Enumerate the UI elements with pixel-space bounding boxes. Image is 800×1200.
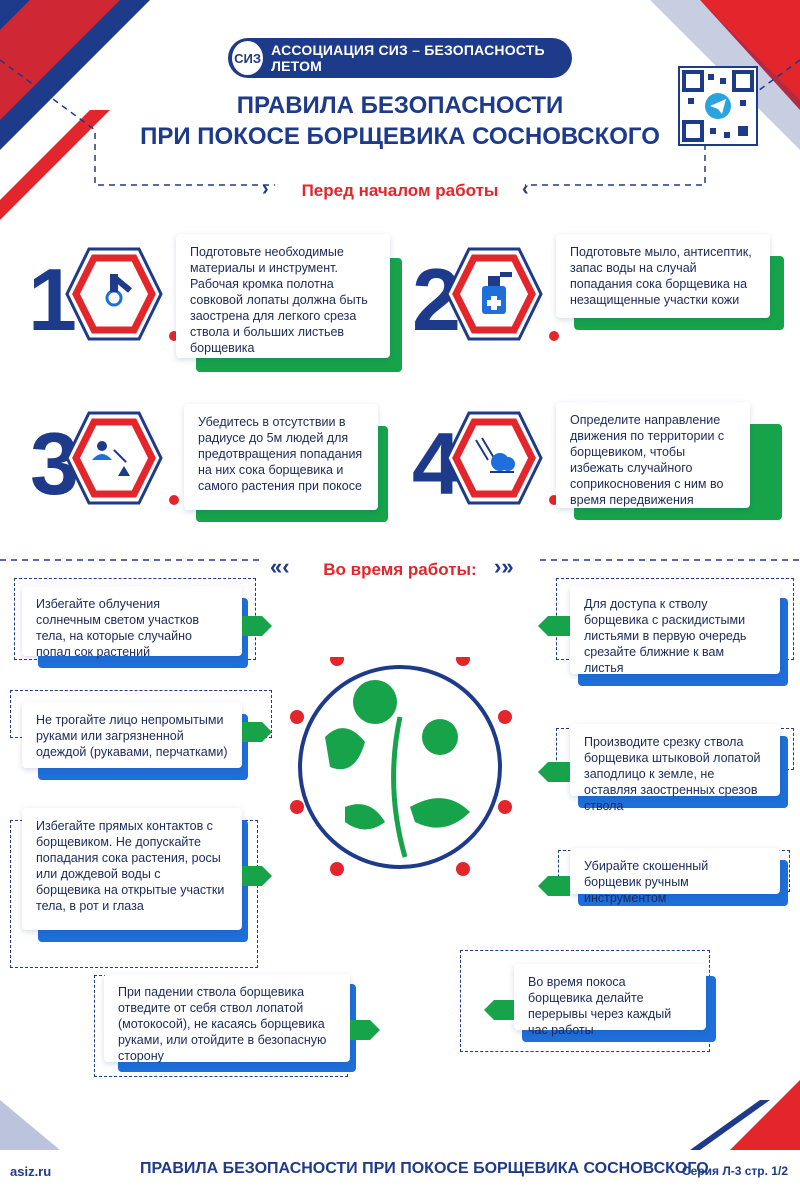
step-4-card: Определите направление движения по терри… <box>556 402 750 508</box>
during-left-card-3: Избегайте прямых контактов с борщевиком.… <box>22 808 242 930</box>
wind-weather-icon <box>475 437 515 473</box>
footer-title: ПРАВИЛА БЕЗОПАСНОСТИ ПРИ ПОКОСЕ БОРЩЕВИК… <box>140 1160 709 1177</box>
during-left-card-2: Не трогайте лицо непромытыми руками или … <box>22 702 242 768</box>
association-name: АССОЦИАЦИЯ СИЗ – БЕЗОПАСНОСТЬ ЛЕТОМ <box>271 42 545 74</box>
step-badge <box>444 246 560 347</box>
step-badge <box>444 410 560 511</box>
association-header: СИЗ АССОЦИАЦИЯ СИЗ – БЕЗОПАСНОСТЬ ЛЕТОМ <box>228 38 572 78</box>
during-right-card-2: Производите срезку ствола борщевика штык… <box>570 724 780 813</box>
during-right-card-4: Во время покоса борщевика делайте переры… <box>514 964 706 1037</box>
step-badge <box>64 246 180 347</box>
during-right-card-3: Убирайте скошенный борщевик ручным инстр… <box>570 848 780 905</box>
page-title: ПРАВИЛА БЕЗОПАСНОСТИ ПРИ ПОКОСЕ БОРЩЕВИК… <box>140 92 660 150</box>
step-badge <box>64 410 180 511</box>
tools-icon <box>105 274 132 307</box>
hogweed-illustration <box>275 657 525 882</box>
footer-site-link[interactable]: asiz.ru <box>10 1164 52 1179</box>
section-during-heading: Во время работы: <box>323 560 477 579</box>
during-left-card-1: Избегайте облучения солнечным светом уча… <box>22 586 242 659</box>
step-3-card: Убедитесь в отсутствии в радиусе до 5м л… <box>184 404 378 510</box>
spray-bottle-icon <box>482 272 512 314</box>
step-2-card: Подготовьте мыло, антисептик, запас воды… <box>556 234 770 318</box>
during-left-card-4: При падении ствола борщевика отведите от… <box>104 974 350 1063</box>
step-1-card: Подготовьте необходимые материалы и инст… <box>176 234 390 358</box>
qr-code[interactable] <box>678 66 758 146</box>
section-before-heading: Перед началом работы <box>301 181 499 200</box>
footer-series: Серия Л-3 стр. 1/2 <box>681 1164 788 1178</box>
during-right-card-1: Для доступа к стволу борщевика с раскиди… <box>570 586 780 675</box>
asiz-logo: СИЗ <box>232 41 264 75</box>
distance-icon <box>92 441 130 476</box>
